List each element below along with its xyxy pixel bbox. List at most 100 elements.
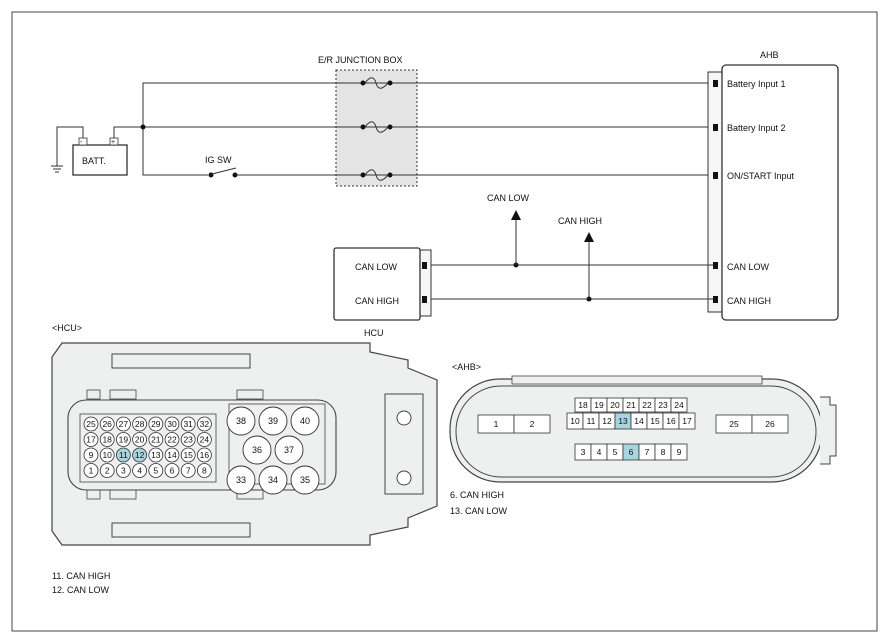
hcu-pin-number: 27	[119, 419, 129, 429]
hcu-pin	[148, 416, 164, 432]
hcu-module	[333, 247, 421, 321]
ahb-legend-can-high: 6. CAN HIGH	[450, 490, 504, 500]
hcu-pin-number: 26	[102, 419, 112, 429]
hcu-pin-number: 31	[183, 419, 193, 429]
hcu-pin-number: 18	[102, 435, 112, 445]
hcu-pin-number: 28	[135, 419, 145, 429]
ahb-pin	[513, 414, 551, 434]
ahb-legend-can-low: 13. CAN LOW	[450, 506, 508, 516]
hcu-power-pin	[258, 465, 288, 495]
ahb-pin-number: 20	[610, 400, 620, 410]
hcu-power-pin	[242, 435, 272, 465]
hcu-pin-number: 21	[151, 435, 161, 445]
ahb-pin-number: 11	[587, 416, 596, 426]
ahb-pin-number: 22	[642, 400, 652, 410]
hcu-pin-number: 22	[167, 435, 177, 445]
ahb-pin-number: 26	[765, 419, 775, 429]
hcu-pin	[132, 463, 148, 478]
ahb-pin	[670, 397, 688, 413]
ahb-pin-number: 21	[626, 400, 636, 410]
svg-text:+: +	[111, 139, 115, 146]
ahb-input-can-low: CAN LOW	[727, 262, 770, 272]
hcu-power-pin	[274, 435, 304, 465]
hcu-pin-number: 39	[268, 416, 278, 426]
ahb-input-on-start: ON/START Input	[727, 171, 795, 181]
hcu-can-high-label: CAN HIGH	[355, 296, 399, 306]
battery-label: BATT.	[82, 156, 106, 166]
ahb-pin-number: 5	[613, 447, 618, 457]
hcu-pin	[99, 447, 115, 463]
hcu-pin-number: 40	[300, 416, 310, 426]
hcu-pin	[196, 463, 212, 478]
hcu-pin-number: 30	[167, 419, 177, 429]
ahb-pin-number: 25	[729, 419, 739, 429]
hcu-pin-number: 10	[102, 450, 112, 460]
hcu-connector-strip	[419, 249, 432, 317]
hcu-pin	[180, 416, 196, 432]
hcu-pin	[99, 432, 115, 447]
hcu-pin	[196, 432, 212, 447]
wire-battery-input-2	[113, 126, 720, 138]
ahb-connector	[449, 375, 837, 483]
ahb-pin-number: 16	[666, 416, 676, 426]
hcu-module-title: HCU	[364, 328, 384, 338]
hcu-pin-highlighted	[116, 447, 131, 463]
arrow-up-icon	[584, 232, 594, 242]
hcu-pin-number: 33	[236, 475, 246, 485]
ahb-pin-number: 3	[581, 447, 586, 457]
ahb-module-title: AHB	[760, 50, 779, 60]
wire-battery-input-1	[142, 82, 720, 127]
hcu-pin-number: 29	[151, 419, 161, 429]
hcu-pin-number: 35	[300, 475, 310, 485]
hcu-pin-number: 13	[151, 450, 161, 460]
hcu-pin	[196, 416, 212, 432]
ahb-pin-number: 1	[494, 419, 499, 429]
ahb-pin-number: 18	[578, 400, 588, 410]
hcu-pin	[99, 463, 115, 478]
ahb-pin-number: 14	[634, 416, 644, 426]
hcu-pin	[116, 416, 131, 432]
hcu-pin-number: 4	[137, 466, 142, 476]
hcu-pin	[116, 432, 131, 447]
ahb-pin-number: 12	[602, 416, 612, 426]
ahb-pin	[751, 414, 789, 434]
hcu-pin-number: 12	[135, 450, 145, 460]
hcu-pin	[164, 447, 180, 463]
hcu-pin	[164, 432, 180, 447]
hcu-pin	[148, 447, 164, 463]
fuse-icon	[360, 169, 393, 181]
ig-switch: IG SW	[205, 155, 720, 178]
ground-icon	[51, 126, 84, 173]
hcu-pin-number: 16	[200, 450, 210, 460]
hcu-pin	[180, 463, 196, 478]
junction-box	[335, 69, 418, 187]
ahb-pin	[678, 412, 696, 430]
hcu-pin	[99, 416, 115, 432]
hcu-pin-number: 7	[186, 466, 191, 476]
hcu-pin-number: 37	[284, 445, 294, 455]
ahb-module	[721, 64, 839, 321]
hcu-pin	[164, 416, 180, 432]
ahb-pin-number: 7	[645, 447, 650, 457]
ahb-pin	[670, 443, 688, 461]
hcu-pin	[116, 463, 131, 478]
hcu-pin-number: 2	[105, 466, 110, 476]
hcu-pin	[180, 447, 196, 463]
can-low-arrow-label: CAN LOW	[487, 193, 530, 203]
hcu-connector-title: <HCU>	[52, 323, 82, 333]
hcu-pin-number: 23	[183, 435, 193, 445]
hcu-legend-can-low: 12. CAN LOW	[52, 585, 110, 595]
hcu-pin	[132, 432, 148, 447]
arrow-up-icon	[511, 210, 521, 220]
hcu-pin-number: 20	[135, 435, 145, 445]
ahb-pin-number: 17	[682, 416, 692, 426]
hcu-pin-number: 38	[236, 416, 246, 426]
hcu-pin	[164, 463, 180, 478]
battery: BATT. - +	[72, 137, 128, 176]
hcu-pin-number: 1	[89, 466, 94, 476]
hcu-can-low-label: CAN LOW	[355, 262, 398, 272]
hcu-power-pin	[290, 465, 320, 495]
hcu-pin-number: 6	[170, 466, 175, 476]
